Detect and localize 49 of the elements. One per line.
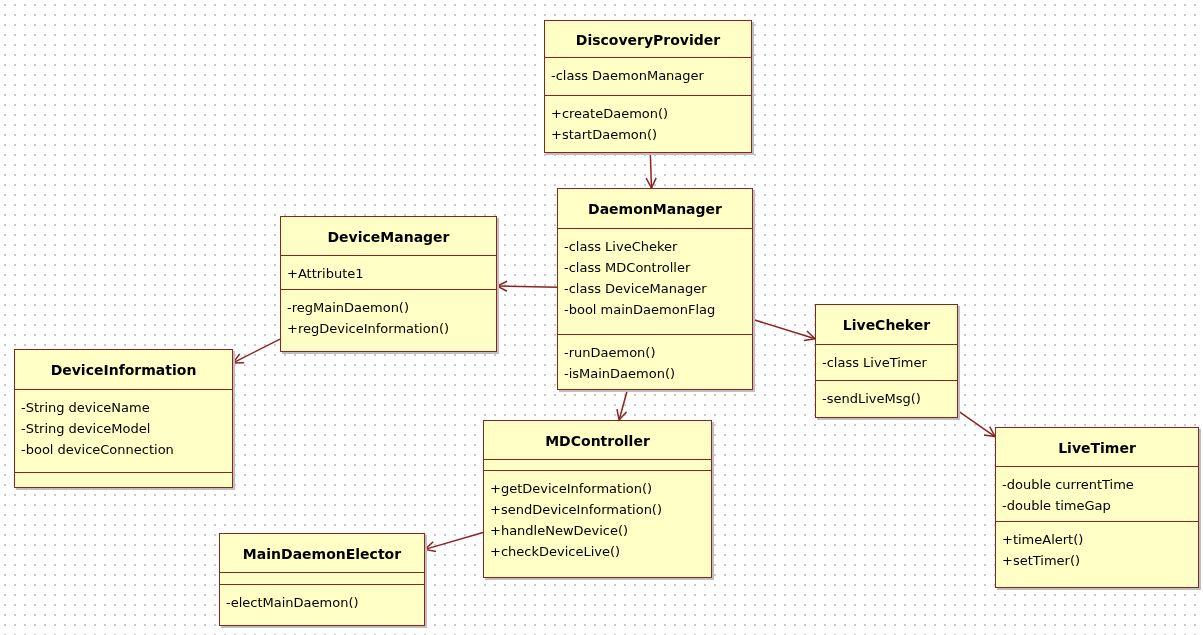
- class-box: [815, 304, 958, 418]
- class-name: DeviceManager: [327, 228, 450, 245]
- class-box: [14, 349, 233, 488]
- association-arrow: [752, 318, 816, 342]
- attribute-text: -class DaemonManager: [551, 67, 704, 85]
- association-arrow: [645, 152, 657, 189]
- method-text: +createDaemon(): [551, 105, 669, 123]
- method-text: +handleNewDevice(): [490, 522, 629, 540]
- attribute-text: -double timeGap: [1002, 497, 1111, 515]
- attribute-text: -double currentTime: [1002, 476, 1134, 494]
- class-name: DaemonManager: [588, 201, 722, 217]
- association-arrow: [424, 531, 484, 553]
- class-box: [219, 533, 425, 626]
- attribute-text: -String deviceModel: [21, 420, 151, 438]
- class-name: MDController: [545, 432, 650, 449]
- attribute-text: -String deviceName: [21, 399, 150, 417]
- class-box: [280, 216, 497, 352]
- class-box: [557, 188, 753, 390]
- method-text: +timeAlert(): [1002, 531, 1084, 549]
- attribute-text: -bool mainDaemonFlag: [564, 301, 716, 319]
- class-name: DiscoveryProvider: [575, 31, 721, 48]
- class-box: [483, 420, 712, 578]
- method-text: +checkDeviceLive(): [490, 543, 621, 561]
- association-arrow: [957, 410, 996, 438]
- class-name: LiveTimer: [1058, 439, 1136, 456]
- method-text: +sendDeviceInformation(): [490, 501, 662, 519]
- attribute-text: -class LiveCheker: [564, 238, 678, 256]
- class-name: DeviceInformation: [50, 362, 197, 378]
- association-arrow: [232, 338, 281, 364]
- class-box: [544, 20, 752, 153]
- attribute-text: -class MDController: [564, 259, 691, 277]
- association-arrow: [616, 389, 629, 421]
- attribute-text: -bool deviceConnection: [21, 441, 174, 459]
- method-text: -sendLiveMsg(): [822, 390, 921, 408]
- method-text: -runDaemon(): [564, 344, 656, 362]
- method-text: +getDeviceInformation(): [490, 480, 653, 498]
- method-text: -regMainDaemon(): [287, 299, 409, 317]
- class-box: [995, 427, 1199, 588]
- attribute-text: -class LiveTimer: [822, 354, 927, 372]
- method-text: +setTimer(): [1002, 552, 1081, 570]
- class-name: LiveCheker: [842, 317, 931, 333]
- class-name: MainDaemonElector: [242, 545, 402, 562]
- attribute-text: -class DeviceManager: [564, 280, 707, 298]
- method-text: -electMainDaemon(): [226, 594, 359, 612]
- method-text: +startDaemon(): [551, 126, 658, 144]
- method-text: -isMainDaemon(): [564, 365, 676, 383]
- method-text: +regDeviceInformation(): [287, 320, 450, 338]
- attribute-text: +Attribute1: [287, 265, 364, 283]
- association-arrow: [496, 280, 558, 292]
